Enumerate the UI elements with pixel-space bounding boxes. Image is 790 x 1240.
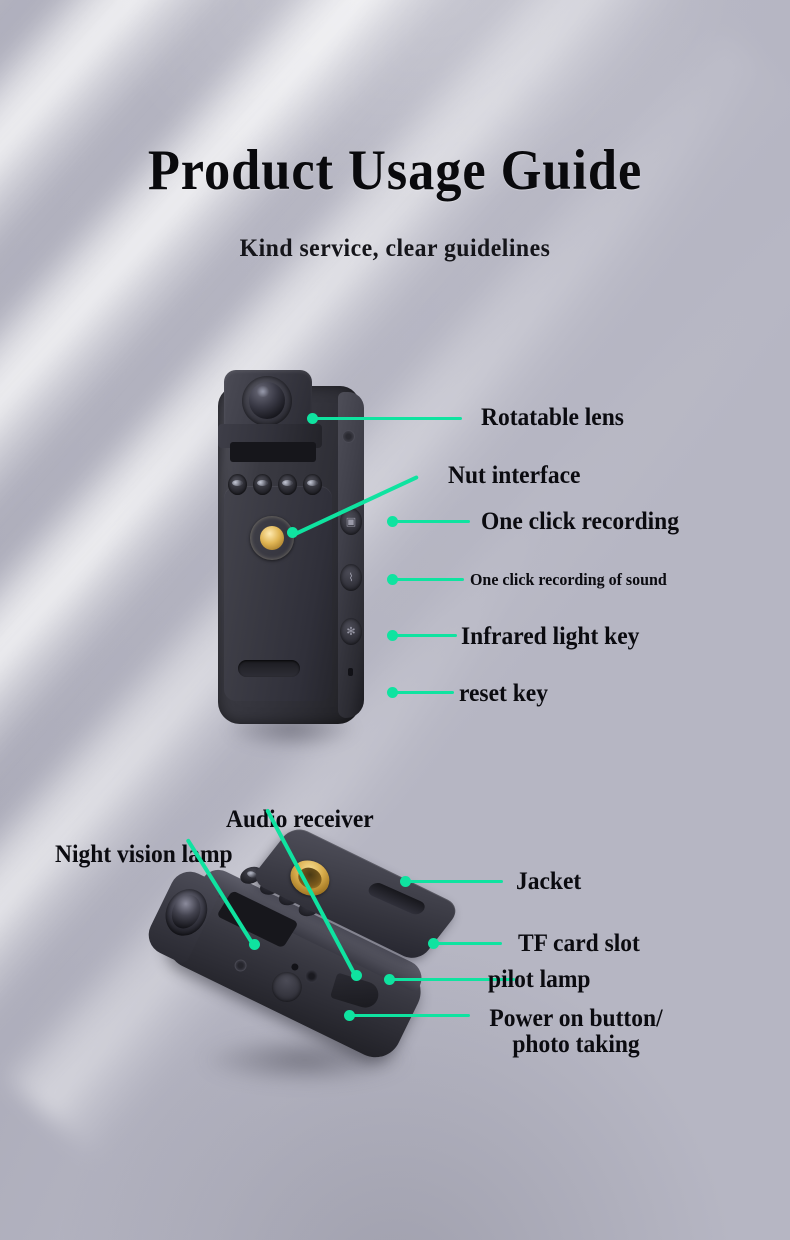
- infrared-led: [303, 474, 322, 495]
- leader-line-tf-card-slot: [434, 942, 502, 945]
- leader-dot-night-vision-lamp: [249, 939, 260, 950]
- leader-line-reset-key: [392, 691, 454, 694]
- lens-glint: [256, 386, 270, 397]
- microphone-icon: ⌇: [340, 564, 362, 591]
- leader-dot-pilot-lamp: [384, 974, 395, 985]
- label-one-click-recording: One click recording: [481, 508, 679, 535]
- leader-line-power-on-button: [350, 1014, 470, 1017]
- label-pilot-lamp: pilot lamp: [488, 966, 591, 993]
- leader-line-pilot-lamp: [390, 978, 515, 981]
- lower-device-illustration: [135, 824, 465, 1095]
- infrared-led: [228, 474, 247, 495]
- leader-line-infrared-light-key: [392, 634, 457, 637]
- leader-dot-tf-card-slot: [428, 938, 439, 949]
- label-power-on-button-line2: photo taking: [512, 1031, 640, 1059]
- label-jacket: Jacket: [516, 868, 582, 895]
- infrared-led-array: [228, 474, 322, 496]
- lower-device-shadow: [155, 1025, 455, 1095]
- label-tf-card-slot: TF card slot: [518, 930, 640, 957]
- label-one-click-recording-sound: One click recording of sound: [470, 570, 667, 589]
- infrared-led: [278, 474, 297, 495]
- leader-dot-audio-receiver: [351, 970, 362, 981]
- nut-interface-thread: [260, 526, 284, 550]
- label-nut-interface: Nut interface: [448, 462, 581, 489]
- leader-dot-power-on-button: [344, 1010, 355, 1021]
- leader-line-one-click-recording: [392, 520, 470, 523]
- page-title: Product Usage Guide: [147, 139, 643, 202]
- leader-line-one-click-recording-sound: [392, 578, 464, 581]
- video-record-icon: ▣: [340, 508, 362, 535]
- leader-line-jacket: [406, 880, 503, 883]
- label-rotatable-lens: Rotatable lens: [481, 404, 624, 431]
- leader-line-rotatable-lens: [312, 417, 462, 420]
- label-power-on-button: Power on button/ photo taking: [456, 1005, 697, 1059]
- label-reset-key: reset key: [459, 680, 548, 707]
- upper-device-illustration: ▣ ⌇ ✻: [196, 368, 386, 760]
- reset-pinhole-icon: [348, 668, 353, 676]
- leader-dot-jacket: [400, 876, 411, 887]
- label-power-on-button-line1: Power on button/: [489, 1005, 663, 1032]
- upper-device-dark-slot: [230, 442, 316, 462]
- microphone-hole-icon: [342, 430, 355, 443]
- label-infrared-light-key: Infrared light key: [461, 623, 640, 650]
- infrared-led: [253, 474, 272, 495]
- page-subtitle: Kind service, clear guidelines: [239, 235, 551, 262]
- upper-device-bottom-slot: [238, 660, 300, 677]
- label-audio-receiver: Audio receiver: [226, 806, 374, 833]
- infrared-light-icon: ✻: [340, 618, 362, 645]
- upper-device-side-panel: [338, 392, 364, 718]
